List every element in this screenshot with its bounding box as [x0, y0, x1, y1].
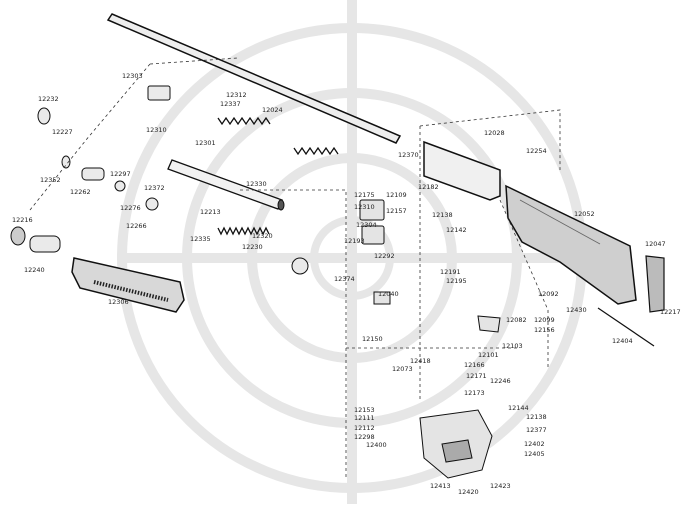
part-label: 12175	[354, 191, 375, 199]
part-label: 12153	[354, 406, 375, 414]
part-label: 12413	[430, 482, 451, 490]
part-label: 12254	[526, 147, 547, 155]
part-label: 12240	[24, 266, 45, 274]
part-label: 12335	[190, 235, 211, 243]
part-label: 12262	[70, 188, 91, 196]
part-label: 12156	[534, 326, 555, 334]
part-label: 12304	[356, 221, 377, 229]
part-label: 12337	[220, 100, 241, 108]
part-label: 12138	[432, 211, 453, 219]
part-label: 12103	[502, 342, 523, 350]
part-label: 12092	[538, 290, 559, 298]
part-label: 12320	[252, 232, 273, 240]
part-label: 12405	[524, 450, 545, 458]
part-label: 12430	[566, 306, 587, 314]
part-label: 12150	[362, 335, 383, 343]
part-label: 12111	[354, 414, 375, 422]
part-label: 12101	[478, 351, 499, 359]
part-label: 12073	[392, 365, 413, 373]
part-label: 12028	[484, 129, 505, 137]
part-label: 12213	[200, 208, 221, 216]
spring-action	[293, 146, 339, 156]
part-label: 12193	[344, 237, 365, 245]
part-label: 12047	[645, 240, 666, 248]
part-label: 12402	[524, 440, 545, 448]
part-label: 12082	[506, 316, 527, 324]
part-label: 12310	[354, 203, 375, 211]
part-label: 12306	[108, 298, 129, 306]
receiver	[423, 140, 501, 201]
part-label: 12266	[126, 222, 147, 230]
part-label: 12157	[386, 207, 407, 215]
part-label: 12052	[574, 210, 595, 218]
part-label: 12109	[386, 191, 407, 199]
part-label: 12276	[120, 204, 141, 212]
part-label: 12040	[378, 290, 399, 298]
part-label: 12182	[418, 183, 439, 191]
part-label: 12423	[490, 482, 511, 490]
part-label: 12191	[440, 268, 461, 276]
buttstock	[505, 184, 637, 305]
part-label: 12142	[446, 226, 467, 234]
part-label: 12352	[40, 176, 61, 184]
assembly-lines	[29, 57, 561, 480]
stock-bolt	[597, 307, 655, 347]
part-label: 12171	[466, 372, 487, 380]
forend	[71, 257, 185, 313]
part-label: 12227	[52, 128, 73, 136]
butt-plate	[645, 255, 665, 313]
part-label: 12112	[354, 424, 375, 432]
part-label: 12372	[144, 184, 165, 192]
part-label: 12330	[246, 180, 267, 188]
part-label: 12144	[508, 404, 529, 412]
part-label: 12232	[38, 95, 59, 103]
trigger-group	[359, 199, 501, 479]
part-label: 12400	[366, 441, 387, 449]
part-label: 12374	[334, 275, 355, 283]
part-label: 12246	[490, 377, 511, 385]
part-label: 12377	[526, 426, 547, 434]
part-label: 12217	[660, 308, 681, 316]
part-label: 12138	[526, 413, 547, 421]
spring-magazine	[217, 226, 270, 236]
part-label: 12303	[122, 72, 143, 80]
part-label: 12404	[612, 337, 633, 345]
part-label: 12195	[446, 277, 467, 285]
part-label: 12312	[226, 91, 247, 99]
part-label: 12173	[464, 389, 485, 397]
part-label: 12024	[262, 106, 283, 114]
part-label: 12099	[534, 316, 555, 324]
part-label: 12230	[242, 243, 263, 251]
part-label: 12418	[410, 357, 431, 365]
part-label: 12216	[12, 216, 33, 224]
part-label: 12420	[458, 488, 479, 496]
part-label: 12166	[464, 361, 485, 369]
small-parts-left	[10, 85, 309, 275]
part-label: 12370	[398, 151, 419, 159]
part-label: 12297	[110, 170, 131, 178]
spring-upper	[217, 116, 271, 126]
part-label: 12310	[146, 126, 167, 134]
part-label: 12301	[195, 139, 216, 147]
part-label: 12292	[374, 252, 395, 260]
barrel	[106, 13, 402, 144]
part-label: 12298	[354, 433, 375, 441]
magazine-tube	[167, 159, 285, 211]
